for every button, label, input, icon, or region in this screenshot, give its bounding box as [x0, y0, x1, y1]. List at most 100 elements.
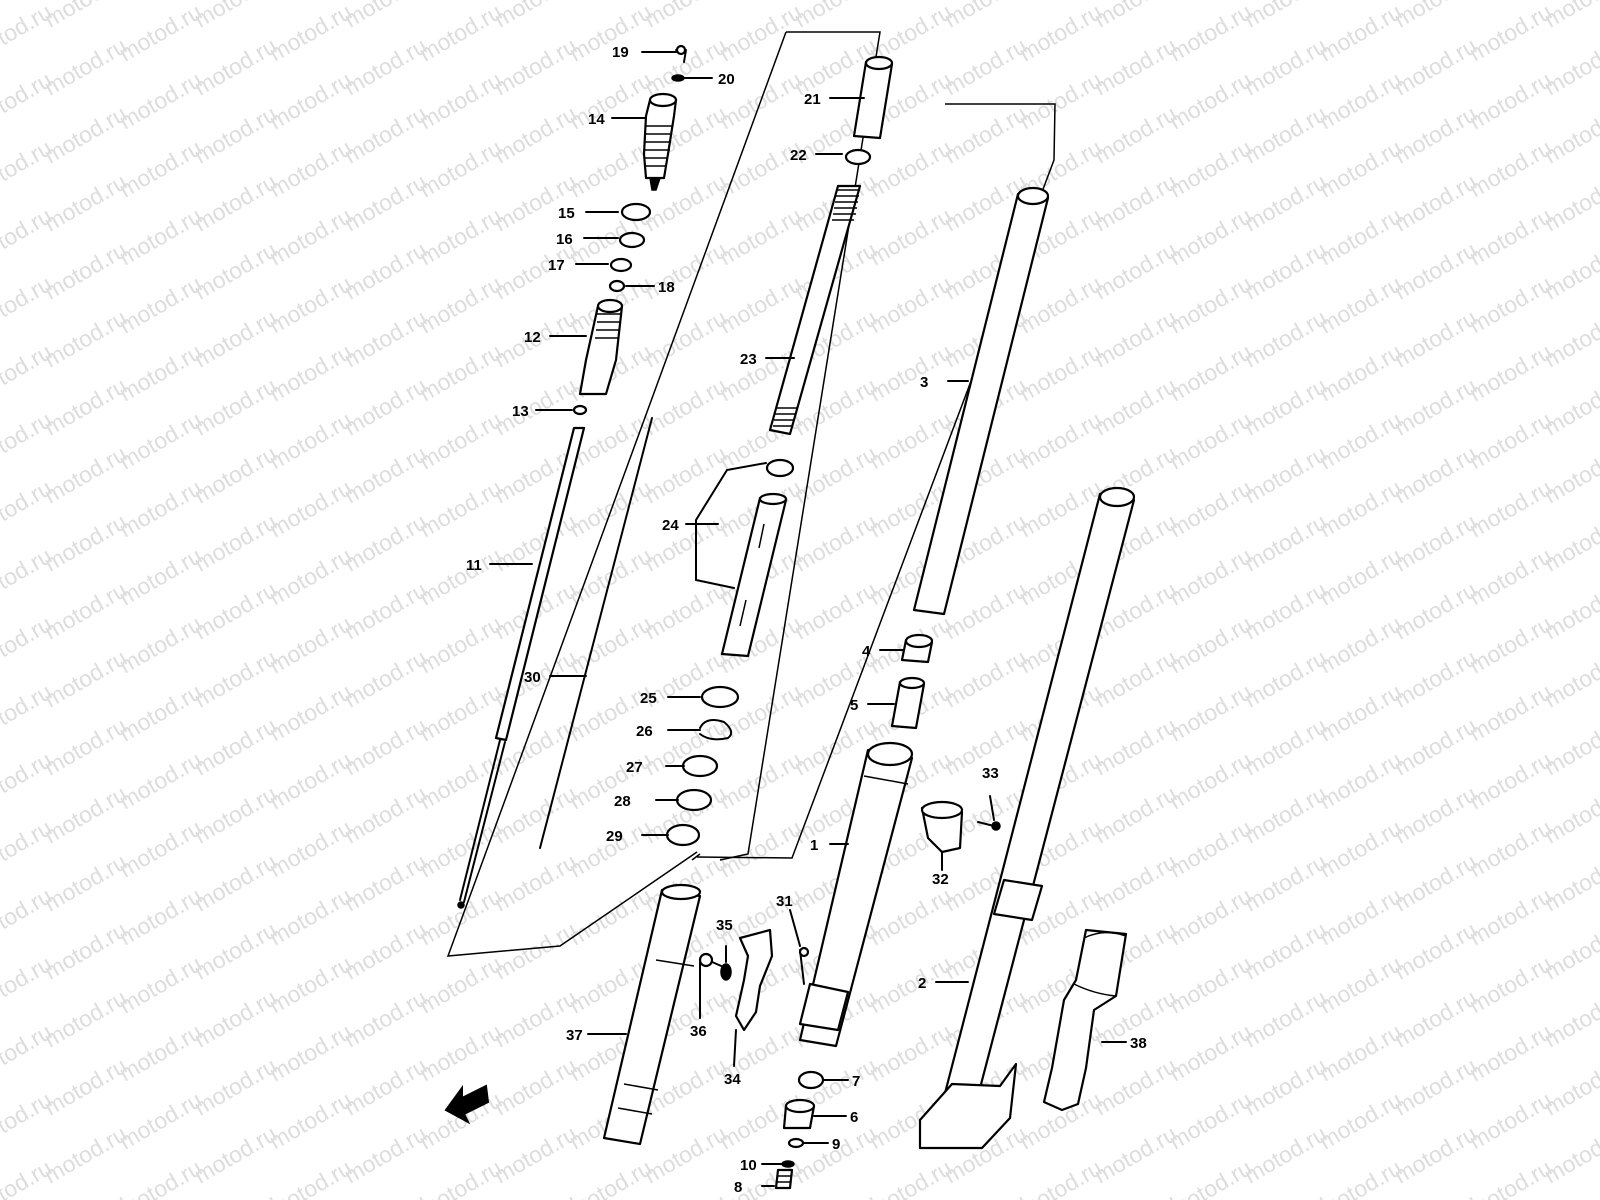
- callout-38: 38: [1130, 1035, 1147, 1052]
- watermark-text: motod.ru: [0, 814, 56, 882]
- callout-30: 30: [524, 669, 541, 686]
- callout-13: 13: [512, 403, 529, 420]
- callout-7: 7: [852, 1073, 860, 1090]
- watermark-text: motod.ru: [1540, 1188, 1600, 1200]
- part-1-fork-outer-tube: [798, 741, 914, 1048]
- watermark-text: motod.ru: [0, 610, 56, 678]
- watermark-text: motod.ru: [40, 1188, 132, 1200]
- watermark-text: motod.ru: [1315, 1154, 1407, 1200]
- watermark-text: motod.ru: [940, 1188, 1032, 1200]
- part-9-washer: [787, 1137, 805, 1149]
- callout-26: 26: [636, 723, 653, 740]
- watermark-text: motod.ru: [0, 66, 56, 134]
- part-21-spacer: [852, 55, 894, 140]
- part-11-damper-rod: [457, 426, 586, 909]
- watermark-text: motod.ru: [565, 1154, 657, 1200]
- part-32-clamp: [920, 800, 964, 854]
- callout-4: 4: [862, 643, 871, 660]
- watermark-text: motod.ru: [0, 0, 56, 66]
- watermark-text: motod.ru: [0, 542, 56, 610]
- watermark-text: motod.ru: [1240, 1188, 1332, 1200]
- callout-36: 36: [690, 1023, 707, 1040]
- part-10-washer: [781, 1160, 795, 1168]
- watermark-text: motod.ru: [190, 1188, 282, 1200]
- callout-20: 20: [718, 71, 735, 88]
- callout-22: 22: [790, 147, 807, 164]
- part-13-ring: [572, 404, 588, 416]
- part-19-screw: [675, 44, 687, 63]
- part-12-spring-adjuster: [578, 298, 624, 396]
- part-24-cylinder-set: [695, 458, 795, 658]
- callout-33: 33: [982, 765, 999, 782]
- watermark-text: motod.ru: [1015, 1154, 1107, 1200]
- watermark-text: motod.ru: [115, 1154, 207, 1200]
- part-6-bottom-cap: [782, 1098, 816, 1130]
- callout-1: 1: [810, 837, 818, 854]
- part-28-washer: [675, 788, 713, 812]
- watermark-text: motod.ru: [1090, 1188, 1182, 1200]
- part-8-drain-bolt: [774, 1168, 794, 1190]
- part-30-rod: [539, 417, 653, 849]
- part-29-bushing: [665, 823, 701, 847]
- part-14-cap-bolt: [642, 92, 678, 191]
- callout-27: 27: [626, 759, 643, 776]
- callout-21: 21: [804, 91, 821, 108]
- part-22-washer: [844, 148, 872, 166]
- part-2-outer-tube-right: [918, 486, 1136, 1150]
- watermark-text: motod.ru: [0, 202, 56, 270]
- part-15-o-ring: [620, 202, 652, 222]
- watermark-text: motod.ru: [0, 1086, 56, 1154]
- part-27-oil-seal: [681, 754, 719, 778]
- part-16-clip: [618, 231, 646, 249]
- callout-19: 19: [612, 44, 629, 61]
- part-37-fork-guard: [602, 883, 702, 1146]
- callout-3: 3: [920, 374, 928, 391]
- callout-8: 8: [734, 1179, 742, 1196]
- part-34-hose-holder: [734, 928, 774, 1032]
- watermark-text: motod.ru: [790, 1188, 882, 1200]
- assembly-outline-right: [696, 103, 1056, 859]
- callout-37: 37: [566, 1027, 583, 1044]
- callout-numbers: 19 20 14 15 16 17 18 12 13 11 30 21 22 2…: [466, 44, 1147, 1196]
- callout-35: 35: [716, 917, 733, 934]
- callout-leaders: [489, 51, 1127, 1187]
- callout-32: 32: [932, 871, 949, 888]
- callout-15: 15: [558, 205, 575, 222]
- callout-31: 31: [776, 893, 793, 910]
- watermark-text: motod.ru: [490, 1188, 582, 1200]
- watermark-text: motod.ru: [0, 406, 56, 474]
- callout-5: 5: [850, 697, 858, 714]
- part-23-fork-spring: [768, 184, 862, 436]
- callout-9: 9: [832, 1136, 840, 1153]
- watermark-text: motod.ru: [0, 270, 56, 338]
- part-5-guide-bushing: [890, 676, 926, 730]
- watermark-text: motod.ru: [0, 474, 56, 542]
- callout-17: 17: [548, 257, 565, 274]
- watermark-text: motod.ru: [865, 1154, 957, 1200]
- watermark-text: motod.ru: [1165, 1154, 1257, 1200]
- watermark-text: motod.ru: [0, 882, 56, 950]
- part-3-inner-tube: [912, 186, 1050, 616]
- watermark-text: motod.ru: [0, 1018, 56, 1086]
- callout-14: 14: [588, 111, 605, 128]
- part-33-bolt: [977, 821, 1001, 831]
- callout-16: 16: [556, 231, 573, 248]
- callout-24: 24: [662, 517, 679, 534]
- watermark-text: motod.ru: [0, 338, 56, 406]
- watermark-text: motod.ru: [0, 134, 56, 202]
- callout-6: 6: [850, 1109, 858, 1126]
- callout-12: 12: [524, 329, 541, 346]
- watermark-text: motod.ru: [1465, 1154, 1557, 1200]
- callout-28: 28: [614, 793, 631, 810]
- callout-23: 23: [740, 351, 757, 368]
- part-17-washer: [609, 257, 633, 273]
- part-36-bolt: [698, 952, 727, 969]
- callout-25: 25: [640, 690, 657, 707]
- watermark-text: motod.ru: [0, 678, 56, 746]
- part-25-seal: [700, 685, 740, 709]
- watermark-text: motod.ru: [340, 1188, 432, 1200]
- watermark-text: motod.ru: [0, 950, 56, 1018]
- callout-34: 34: [724, 1071, 741, 1088]
- callout-29: 29: [606, 828, 623, 845]
